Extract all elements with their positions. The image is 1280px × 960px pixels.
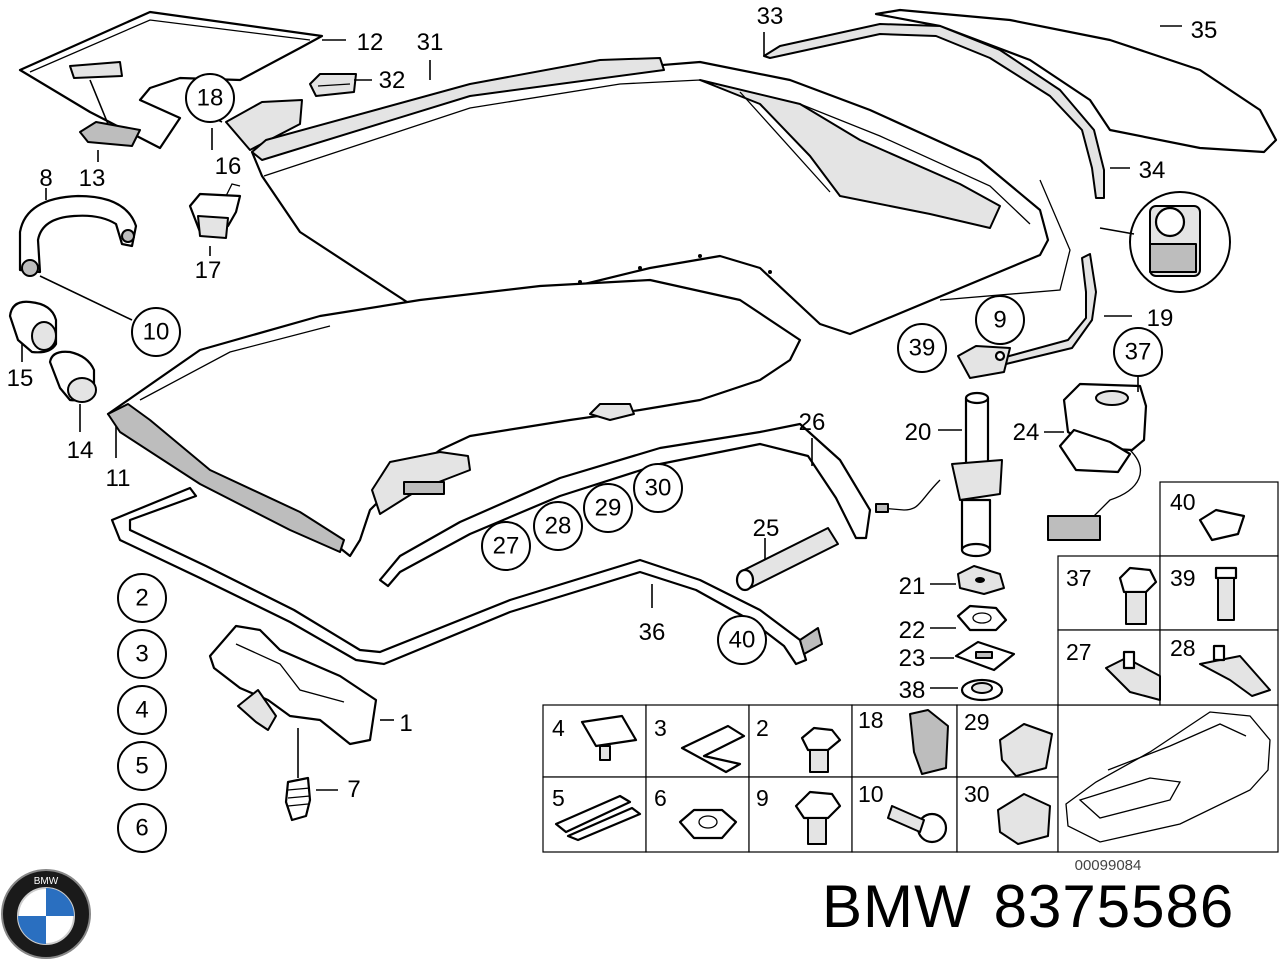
vanity-clip-13 (79, 79, 141, 147)
handle-cover-32 (309, 73, 357, 97)
table-label-r2-3: 9 (756, 785, 769, 811)
washer-21 (930, 565, 1005, 595)
circled-28: 28 (545, 513, 572, 540)
callout-13: 13 (79, 165, 106, 192)
rear-window-seal-35 (874, 8, 1278, 154)
nut-22 (930, 604, 1008, 632)
switch-17 (188, 183, 242, 239)
lock-1 (208, 624, 394, 746)
trim-26 (378, 422, 872, 588)
callout-12: 12 (357, 29, 384, 56)
motor-24 (1044, 382, 1148, 541)
table-label-right-4: 27 (1066, 639, 1092, 665)
bmw-logo-text: BMW (34, 876, 59, 887)
callout-19: 19 (1147, 305, 1174, 332)
callout-34: 34 (1139, 157, 1166, 184)
part-title: BMW 8375586 (822, 872, 1256, 941)
seal-16 (225, 99, 303, 151)
bolt-7 (284, 728, 338, 822)
callout-20: 20 (905, 419, 932, 446)
table-label-r1-3: 2 (756, 715, 769, 741)
table-label-r2-5: 30 (964, 781, 990, 807)
callout-24: 24 (1013, 419, 1040, 446)
strut-20 (875, 391, 1003, 558)
table-label-r1-2: 3 (654, 715, 667, 741)
washer-38 (930, 678, 1004, 702)
callout-25: 25 (753, 515, 780, 542)
circled-39: 39 (909, 335, 936, 362)
callout-17: 17 (195, 257, 222, 284)
tube-25 (735, 527, 839, 592)
strip-33 (763, 23, 1105, 199)
bracket-9 (957, 345, 1011, 379)
callout-22: 22 (899, 617, 926, 644)
table-label-r2-1: 5 (552, 785, 565, 811)
table-label-right-2: 37 (1066, 565, 1092, 591)
table-label-r1-1: 4 (552, 715, 565, 741)
inner-headliner (106, 278, 802, 558)
table-label-r2-2: 6 (654, 785, 667, 811)
circled-10: 10 (143, 319, 170, 346)
circled-9: 9 (993, 307, 1006, 334)
circled-5: 5 (135, 753, 148, 780)
callout-8: 8 (39, 165, 52, 192)
plate-23 (930, 640, 1016, 672)
table-label-right-3: 39 (1170, 565, 1196, 591)
callout-33: 33 (757, 3, 784, 30)
circled-27: 27 (493, 533, 520, 560)
grab-handle-8 (18, 194, 138, 277)
circled-2: 2 (135, 585, 148, 612)
table-label-r1-5: 29 (964, 709, 990, 735)
seal-profile-detail (1099, 191, 1231, 293)
callout-21: 21 (899, 573, 926, 600)
circled-3: 3 (135, 641, 148, 668)
callout-35: 35 (1191, 17, 1218, 44)
headliner-panel (18, 10, 324, 150)
seal-36 (110, 486, 823, 666)
circled-30: 30 (645, 475, 672, 502)
circled-29: 29 (595, 495, 622, 522)
callout-38: 38 (899, 677, 926, 704)
circled-6: 6 (135, 815, 148, 842)
table-label-r2-4: 10 (858, 781, 884, 807)
table-label-right-5: 28 (1170, 635, 1196, 661)
grommet-15 (8, 300, 58, 354)
bmw-logo-icon: BMW (1, 869, 91, 959)
parts-table (542, 481, 1279, 853)
callout-23: 23 (899, 645, 926, 672)
part-number: 8375586 (993, 873, 1235, 940)
callout-7: 7 (347, 776, 360, 803)
callout-31: 31 (417, 29, 444, 56)
circled-4: 4 (135, 697, 148, 724)
callout-16: 16 (215, 153, 242, 180)
callout-36: 36 (639, 619, 666, 646)
callout-26: 26 (799, 409, 826, 436)
brand-make: BMW (822, 873, 972, 940)
circled-18: 18 (197, 85, 224, 112)
callout-14: 14 (67, 437, 94, 464)
callout-1: 1 (399, 710, 412, 737)
table-label-r1-4: 18 (858, 707, 884, 733)
table-label-right-1: 40 (1170, 489, 1196, 515)
callout-11: 11 (106, 465, 131, 492)
grommet-14 (48, 350, 97, 403)
callout-32: 32 (379, 67, 406, 94)
circled-40: 40 (729, 627, 756, 654)
circled-37: 37 (1125, 339, 1152, 366)
catalog-code: 00099084 (1075, 857, 1142, 874)
hardtop-shell (250, 57, 1050, 336)
callout-15: 15 (7, 365, 34, 392)
